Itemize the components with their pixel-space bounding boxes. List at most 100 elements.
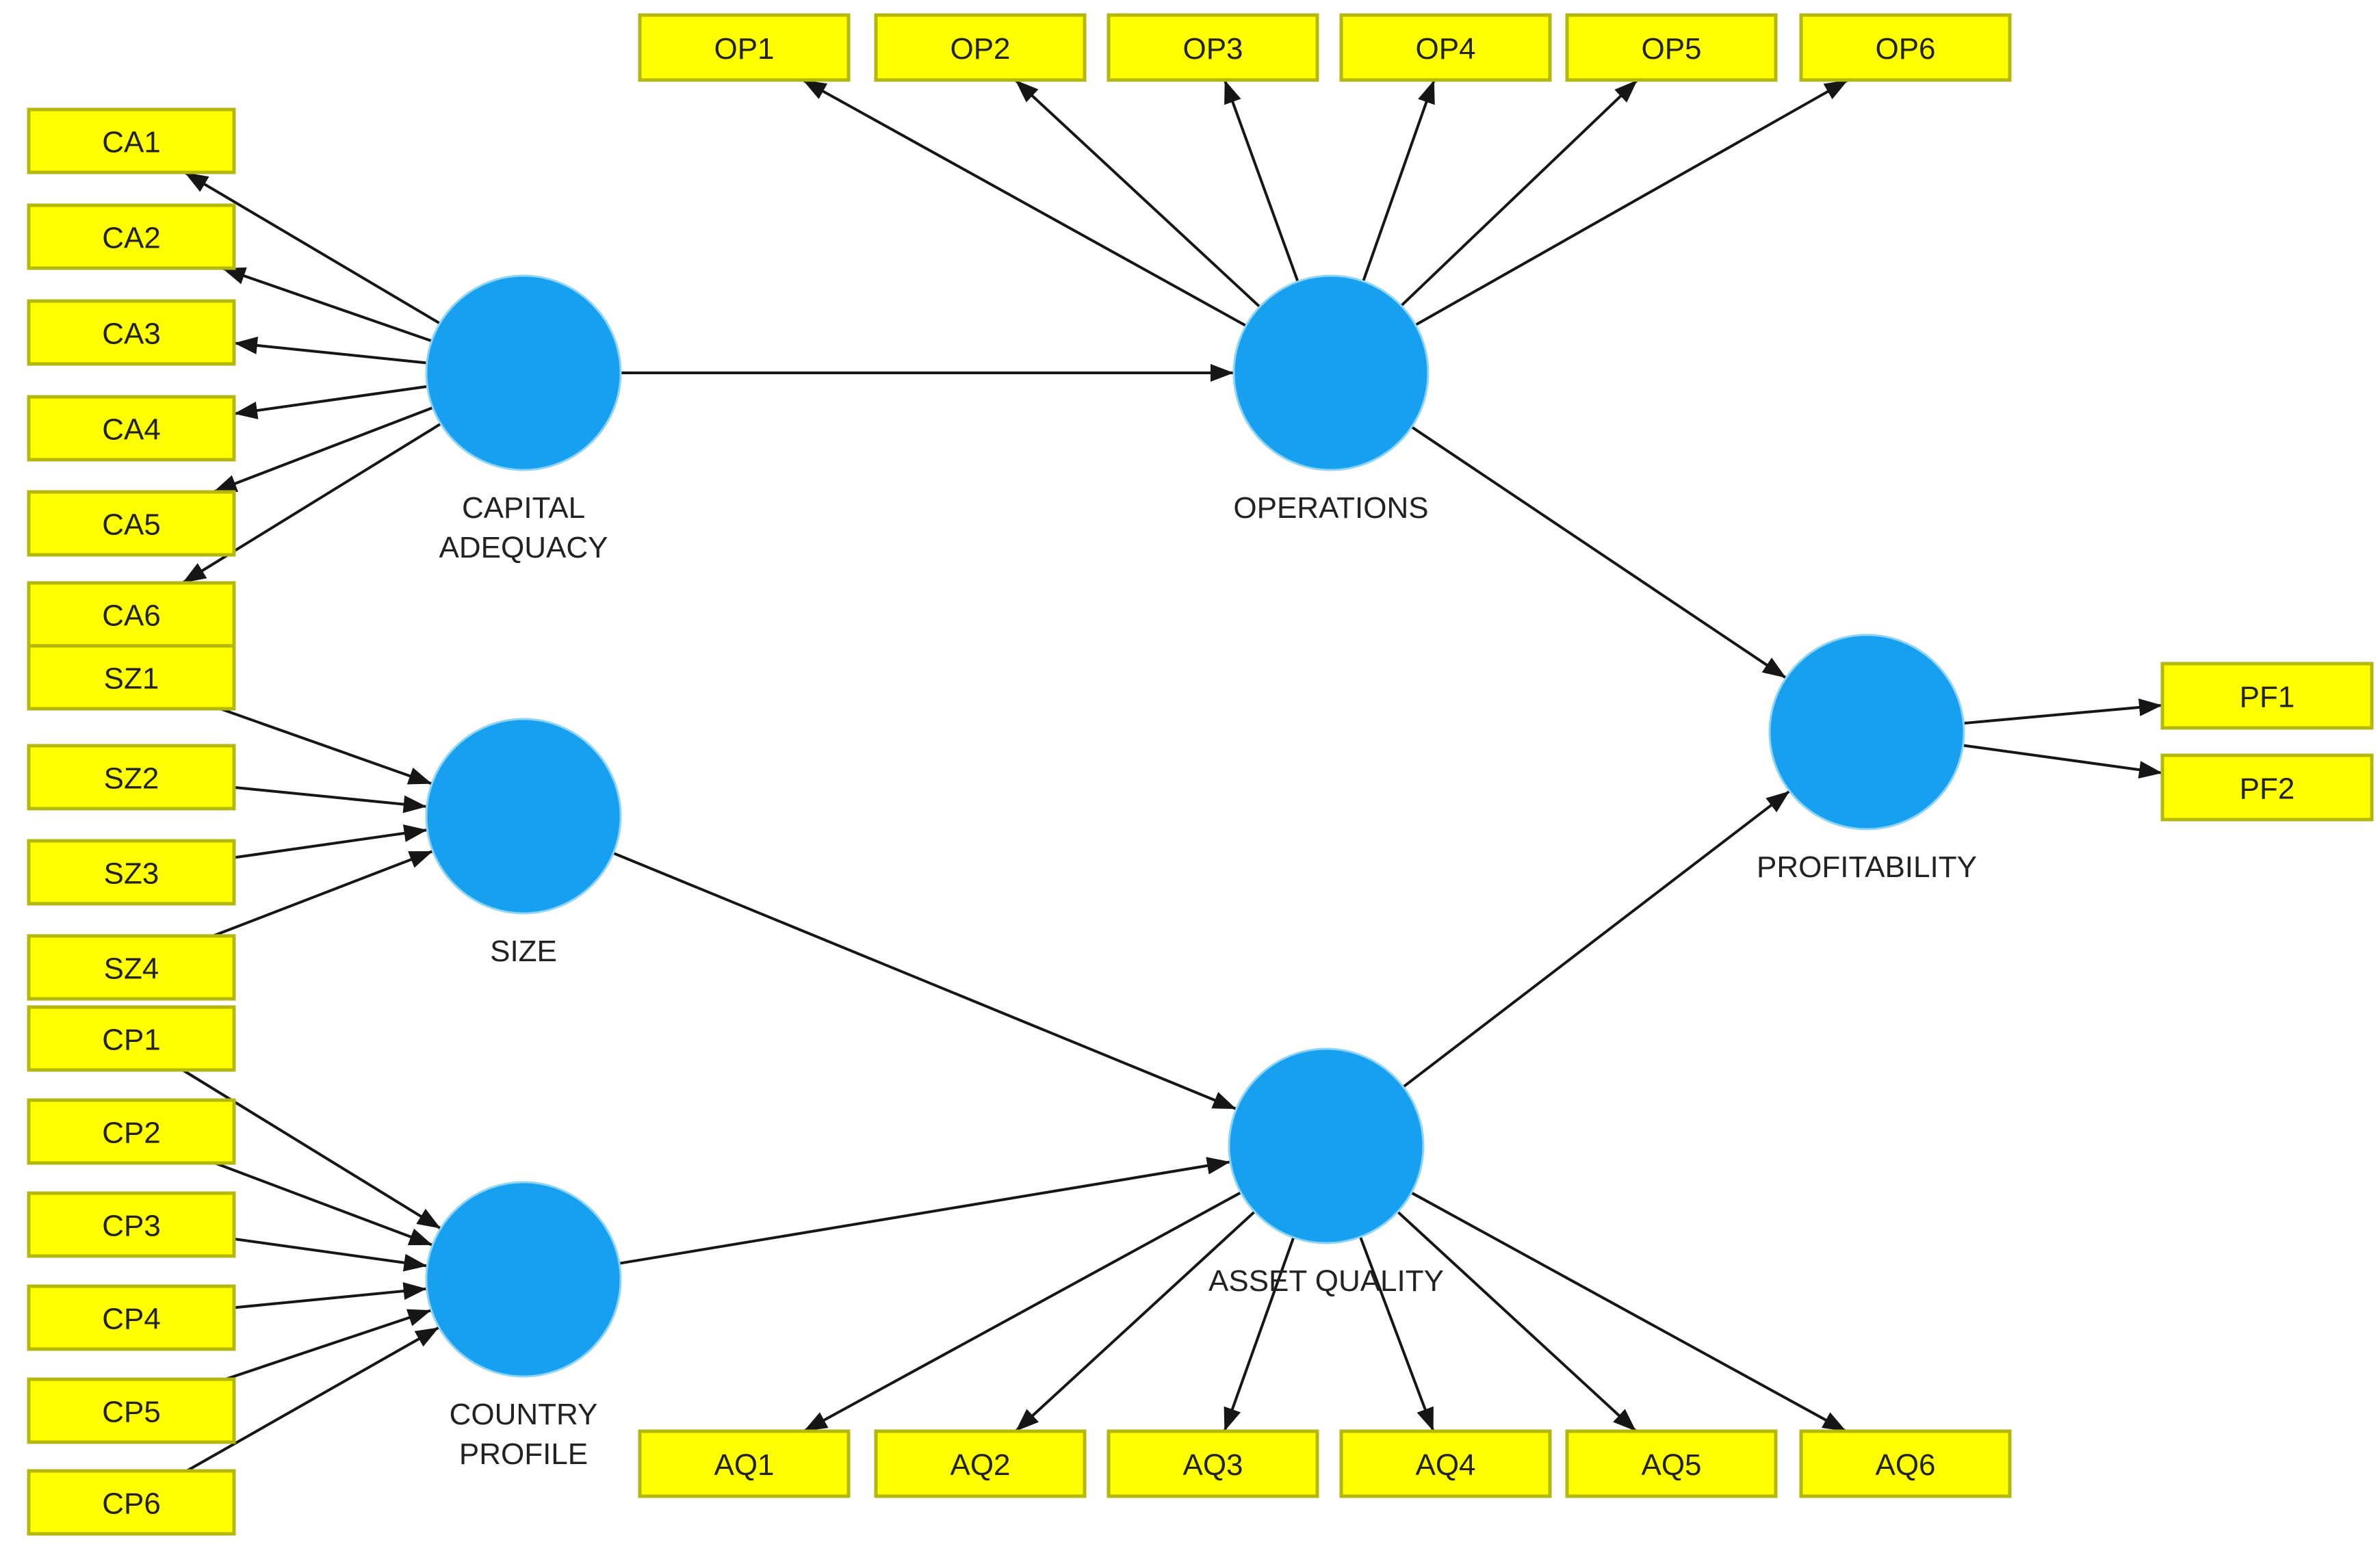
indicator-AQ6-label: AQ6: [1875, 1448, 1935, 1482]
indicator-CA5-label: CA5: [102, 508, 161, 542]
indicator-CA6-label: CA6: [102, 599, 161, 633]
loading-arrow-asset-quality-to-AQ6: [1410, 1191, 1847, 1433]
structural-path-operations-to-profitability: [1410, 426, 1787, 679]
loading-arrow-profitability-to-PF2: [1963, 744, 2163, 779]
weight-arrow-CP5-to-country-profile: [224, 1309, 432, 1381]
loading-arrow-capital-adequacy-to-CA4: [233, 384, 428, 419]
indicator-AQ4[interactable]: [1339, 1429, 1552, 1498]
weight-arrow-SZ2-to-size: [233, 785, 427, 813]
indicator-PF2[interactable]: [2160, 753, 2374, 822]
indicator-SZ2-label: SZ2: [104, 762, 159, 796]
weight-arrow-CP2-to-country-profile: [214, 1162, 433, 1247]
construct-country-profile-label-line-2: PROFILE: [459, 1437, 588, 1471]
indicator-CP2-label: CP2: [102, 1117, 161, 1150]
indicator-OP4[interactable]: [1339, 13, 1552, 82]
indicator-AQ3-label: AQ3: [1182, 1448, 1243, 1482]
indicator-AQ1[interactable]: [638, 1429, 851, 1498]
loading-arrow-asset-quality-to-AQ3: [1223, 1237, 1295, 1432]
loading-arrow-asset-quality-to-AQ2: [1014, 1210, 1256, 1433]
structural-path-size-to-asset-quality: [612, 852, 1237, 1110]
indicator-CP5[interactable]: [27, 1377, 236, 1444]
weight-arrow-SZ1-to-size: [220, 707, 432, 785]
construct-size-label-line-1: SIZE: [490, 935, 557, 968]
loading-arrow-operations-to-OP2: [1014, 79, 1261, 308]
indicator-CA5[interactable]: [27, 490, 236, 557]
indicator-OP1-label: OP1: [714, 32, 774, 66]
loading-arrow-operations-to-OP4: [1362, 79, 1436, 282]
indicator-PF2-label: PF2: [2240, 772, 2295, 806]
indicator-CP4[interactable]: [27, 1284, 236, 1351]
construct-country-profile[interactable]: [425, 1181, 622, 1378]
weight-arrow-SZ4-to-size: [212, 850, 434, 937]
indicator-CP1-label: CP1: [102, 1023, 161, 1057]
indicator-PF1-label: PF1: [2240, 681, 2295, 714]
loading-arrow-operations-to-OP1: [802, 79, 1247, 327]
construct-asset-quality[interactable]: [1228, 1047, 1425, 1244]
construct-asset-quality-label-line-1: ASSET QUALITY: [1208, 1264, 1444, 1298]
weight-arrow-CP3-to-country-profile: [233, 1237, 428, 1272]
indicator-OP3-label: OP3: [1182, 32, 1243, 66]
indicator-CA2[interactable]: [27, 203, 236, 270]
construct-operations[interactable]: [1232, 274, 1430, 471]
weight-arrow-SZ3-to-size: [233, 824, 428, 859]
indicator-CP3[interactable]: [27, 1191, 236, 1258]
structural-path-asset-quality-to-profitability: [1402, 789, 1791, 1088]
construct-capital-adequacy-label-line-2: ADEQUACY: [439, 531, 608, 564]
construct-country-profile-label-line-1: COUNTRY: [450, 1398, 598, 1431]
indicator-CP2[interactable]: [27, 1098, 236, 1165]
indicator-SZ3-label: SZ3: [104, 857, 159, 891]
construct-profitability[interactable]: [1768, 634, 1965, 831]
indicator-AQ1-label: AQ1: [714, 1448, 774, 1482]
indicator-SZ1[interactable]: [27, 644, 236, 711]
loading-arrow-asset-quality-to-AQ5: [1397, 1210, 1638, 1433]
labels-layer: CA1CA2CA3CA4CA5CA6SZ1SZ2SZ3SZ4CP1CP2CP3C…: [102, 32, 2294, 1521]
indicator-CA3-label: CA3: [102, 317, 161, 351]
weight-arrow-CP4-to-country-profile: [233, 1282, 427, 1309]
indicator-CP4-label: CP4: [102, 1303, 161, 1336]
indicator-AQ5-label: AQ5: [1641, 1448, 1701, 1482]
indicator-SZ4[interactable]: [27, 934, 236, 1001]
construct-capital-adequacy[interactable]: [425, 274, 622, 471]
loading-arrow-capital-adequacy-to-CA3: [233, 336, 427, 365]
structural-path-country-profile-to-asset-quality: [619, 1157, 1231, 1265]
indicator-CA1-label: CA1: [102, 126, 161, 159]
indicator-OP5-label: OP5: [1641, 32, 1701, 66]
indicator-AQ3[interactable]: [1107, 1429, 1319, 1498]
indicator-OP2[interactable]: [874, 13, 1087, 82]
indicator-SZ2[interactable]: [27, 744, 236, 811]
indicator-OP5[interactable]: [1565, 13, 1778, 82]
loading-arrow-asset-quality-to-AQ1: [803, 1191, 1242, 1433]
edges-layer: [181, 79, 2163, 1472]
indicator-PF1[interactable]: [2160, 662, 2374, 730]
indicator-OP1[interactable]: [638, 13, 851, 82]
loading-arrow-capital-adequacy-to-CA5: [213, 406, 434, 493]
indicator-OP3[interactable]: [1107, 13, 1319, 82]
indicator-OP4-label: OP4: [1415, 32, 1475, 66]
indicator-CA4-label: CA4: [102, 413, 161, 447]
loading-arrow-operations-to-OP6: [1414, 79, 1849, 326]
indicator-CA1[interactable]: [27, 107, 236, 174]
indicator-AQ2[interactable]: [874, 1429, 1087, 1498]
construct-capital-adequacy-label-line-1: CAPITAL: [462, 491, 585, 525]
indicator-CA3[interactable]: [27, 299, 236, 366]
indicator-SZ3[interactable]: [27, 839, 236, 906]
indicator-CA6[interactable]: [27, 581, 236, 648]
loading-arrow-operations-to-OP5: [1400, 79, 1639, 307]
indicator-AQ2-label: AQ2: [950, 1448, 1010, 1482]
indicator-AQ5[interactable]: [1565, 1429, 1778, 1498]
indicator-CP1[interactable]: [27, 1005, 236, 1072]
loading-arrow-profitability-to-PF1: [1963, 698, 2163, 725]
indicator-CP6[interactable]: [27, 1469, 236, 1536]
construct-operations-label-line-1: OPERATIONS: [1233, 491, 1428, 525]
loading-arrow-capital-adequacy-to-CA2: [221, 267, 432, 343]
indicator-AQ6[interactable]: [1799, 1429, 2012, 1498]
indicator-CP5-label: CP5: [102, 1396, 161, 1429]
indicator-OP6[interactable]: [1799, 13, 2012, 82]
indicator-SZ4-label: SZ4: [104, 952, 159, 986]
construct-size[interactable]: [425, 718, 622, 915]
indicator-CP3-label: CP3: [102, 1210, 161, 1243]
loading-arrow-capital-adequacy-to-CA1: [183, 171, 441, 325]
indicator-SZ1-label: SZ1: [104, 662, 159, 696]
indicator-CA4[interactable]: [27, 395, 236, 462]
weight-arrow-CP6-to-country-profile: [185, 1326, 440, 1472]
